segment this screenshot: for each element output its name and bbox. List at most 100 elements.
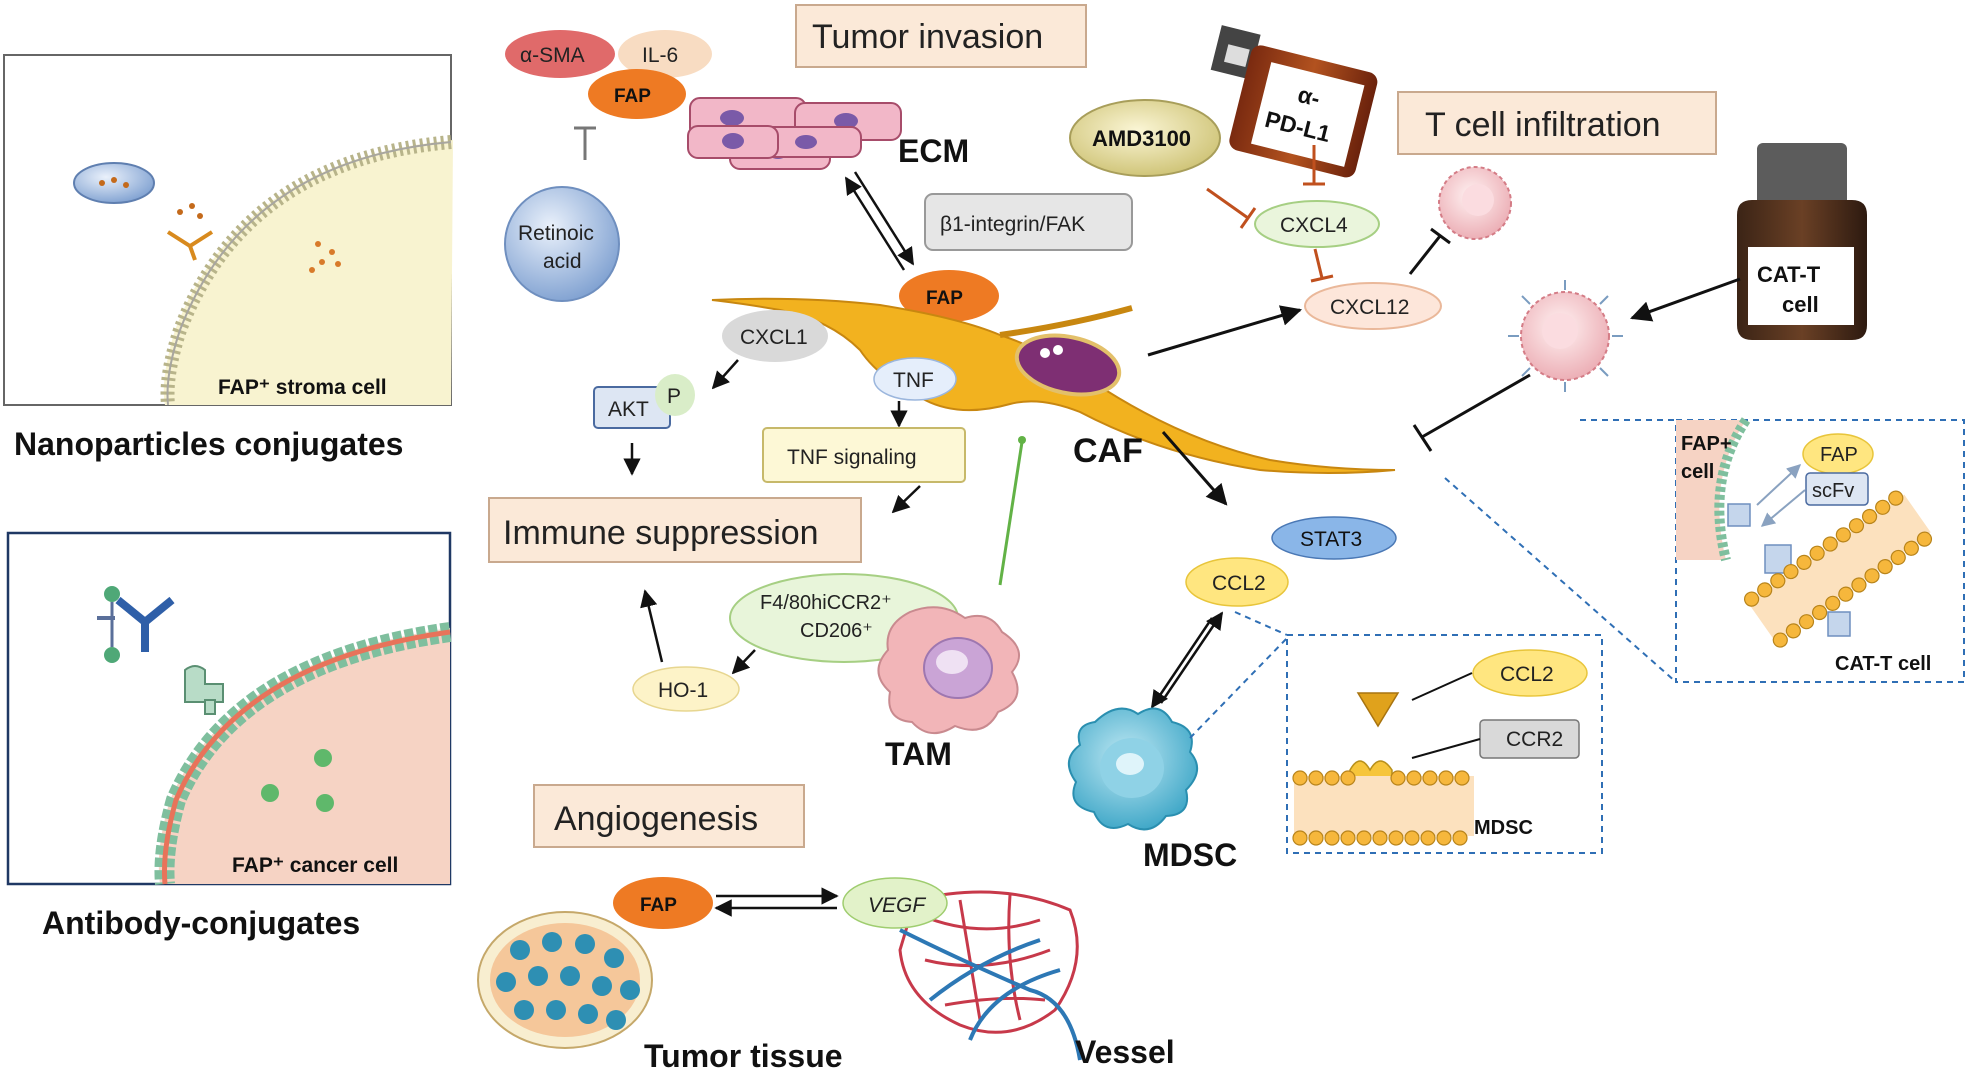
inset-ccl2-label: CCL2 xyxy=(1500,663,1554,686)
antibody-panel: FAP⁺ cancer cell xyxy=(6,531,452,886)
mdsc-section: STAT3 CCL2 MDSC CCL2 CCR2 MDSC xyxy=(1068,431,1603,873)
ho1-oval xyxy=(632,666,740,712)
cat-t-cell-label: CAT-T cell xyxy=(1835,653,1931,675)
scfv-label: scFv xyxy=(1812,480,1854,502)
ecm-label: ECM xyxy=(898,133,969,169)
tumor-tissue-icon xyxy=(477,911,653,1049)
phospho-oval xyxy=(655,374,695,416)
vessel-label: Vessel xyxy=(1075,1034,1175,1070)
fap-center-label: FAP xyxy=(926,288,963,309)
amd3100-oval xyxy=(1069,99,1221,177)
inset-mdsc-label: MDSC xyxy=(1474,817,1533,839)
fap-top-label: FAP xyxy=(614,86,651,107)
cat-t-cell-icon xyxy=(1508,280,1623,392)
mdsc-membrane-beads xyxy=(1292,770,1470,846)
sma-oval xyxy=(505,30,615,78)
fap-receptor-icon xyxy=(184,665,224,715)
tam-section: F4/80hiCCR2⁺ CD206⁺ HO-1 TAM xyxy=(632,436,1026,772)
pdl1-vial: α- PD-L1 xyxy=(1210,25,1378,178)
integrin-label: β1-integrin/FAK xyxy=(940,213,1085,236)
inset-ccl2-oval xyxy=(1472,649,1588,697)
ecm-cells xyxy=(687,97,902,170)
stat3-label: STAT3 xyxy=(1300,528,1362,551)
tnf-label: TNF xyxy=(893,369,934,392)
caf-label: CAF xyxy=(1073,432,1143,470)
tam-marker-1: F4/80hiCCR2⁺ xyxy=(760,592,892,614)
inset-fap-label: FAP xyxy=(1820,444,1858,466)
tumor-invasion-box xyxy=(795,4,1087,68)
t-cell-infiltration-box xyxy=(1397,91,1717,155)
retinoic-label: Retinoic xyxy=(518,222,594,245)
angiogenesis-label: Angiogenesis xyxy=(554,800,758,838)
cancer-cell-label: FAP⁺ cancer cell xyxy=(232,854,398,877)
tumor-invasion-label: Tumor invasion xyxy=(812,18,1043,56)
angiogenesis-section: Angiogenesis Tumor tissue FAP VEGF Vesse… xyxy=(477,784,1175,1073)
antibody-caption: Antibody-conjugates xyxy=(42,905,360,941)
nanoparticle-icon xyxy=(73,162,155,204)
cat-t-inset: FAP+ cell FAP scFv CAT-T cell xyxy=(1444,417,1965,683)
t-cell-section: α- PD-L1 AMD3100 CXCL4 CXCL12 T cell inf… xyxy=(1069,25,1867,452)
angio-fap-label: FAP xyxy=(640,895,677,916)
internalized-particles xyxy=(309,241,341,273)
tnf-signaling-label: TNF signaling xyxy=(787,446,917,469)
tam-label: TAM xyxy=(885,736,952,772)
ecm-section: α-SMA IL-6 FAP Retinoic acid ECM Tumor i… xyxy=(504,4,1133,322)
scfv-box xyxy=(1805,472,1869,506)
cat-t-label-2: cell xyxy=(1782,292,1819,317)
angiogenesis-box xyxy=(533,784,805,848)
fap-cell-label-1: FAP+ xyxy=(1681,433,1732,455)
cxcl1-oval xyxy=(722,310,828,362)
nanoparticle-caption: Nanoparticles conjugates xyxy=(14,426,403,462)
ho1-label: HO-1 xyxy=(658,679,708,702)
ccl2-ligand-icon xyxy=(1356,692,1400,728)
tnf-oval xyxy=(873,357,957,401)
stat3-oval xyxy=(1271,516,1397,560)
akt-label: AKT xyxy=(608,398,649,421)
vegf-oval xyxy=(842,877,948,929)
stroma-cell-label: FAP⁺ stroma cell xyxy=(218,376,387,399)
ccl2-label: CCL2 xyxy=(1212,572,1266,595)
amd3100-label: AMD3100 xyxy=(1092,126,1191,151)
antibody-icon xyxy=(97,586,175,663)
inset-ccr2-label: CCR2 xyxy=(1506,728,1563,751)
acid-label: acid xyxy=(543,250,582,273)
tumor-tissue-label: Tumor tissue xyxy=(644,1038,843,1073)
retinoic-acid-sphere: Retinoic acid xyxy=(504,186,620,302)
cxcl4-oval xyxy=(1254,200,1380,248)
mdsc-label: MDSC xyxy=(1143,837,1237,873)
fap-cell-label-2: cell xyxy=(1681,461,1714,483)
il6-oval xyxy=(618,30,712,78)
cxcl4-label: CXCL4 xyxy=(1280,214,1348,237)
cat-t-label-1: CAT-T xyxy=(1757,262,1821,287)
internalized-drug xyxy=(261,749,334,812)
cat-t-membrane xyxy=(1744,490,1933,648)
fap-top-oval xyxy=(588,69,686,119)
ccl2-oval xyxy=(1185,557,1289,607)
cxcl12-oval xyxy=(1304,282,1442,330)
cat-t-bottle: CAT-T cell xyxy=(1737,143,1867,340)
tnf-signaling-box xyxy=(762,427,966,483)
vessel-icon xyxy=(898,890,1082,1061)
cxcl12-label: CXCL12 xyxy=(1330,296,1409,319)
t-cell-icon xyxy=(1438,166,1512,240)
phospho-label: P xyxy=(667,385,681,408)
nanoparticle-panel: FAP⁺ stroma cell xyxy=(3,54,453,406)
caf-cell xyxy=(711,297,1396,474)
receptor-icon xyxy=(166,203,214,261)
vegf-label: VEGF xyxy=(868,894,926,917)
immune-suppression-label: Immune suppression xyxy=(503,514,819,552)
il6-label: IL-6 xyxy=(642,44,678,67)
angio-fap-oval xyxy=(613,877,713,929)
integrin-box xyxy=(924,193,1133,251)
t-cell-infiltration-label: T cell infiltration xyxy=(1425,106,1661,144)
sma-label: α-SMA xyxy=(520,44,585,67)
cxcl1-label: CXCL1 xyxy=(740,326,808,349)
tam-marker-2: CD206⁺ xyxy=(800,620,873,642)
tnf-pathway: TNF TNF signaling xyxy=(762,357,966,514)
immune-suppression-box xyxy=(488,497,862,563)
akt-pathway: CXCL1 AKT P xyxy=(593,310,828,476)
ccr2-receptor-icon xyxy=(1349,760,1393,781)
fap-center-oval xyxy=(899,270,999,322)
fap-receptor-square xyxy=(1727,503,1751,527)
